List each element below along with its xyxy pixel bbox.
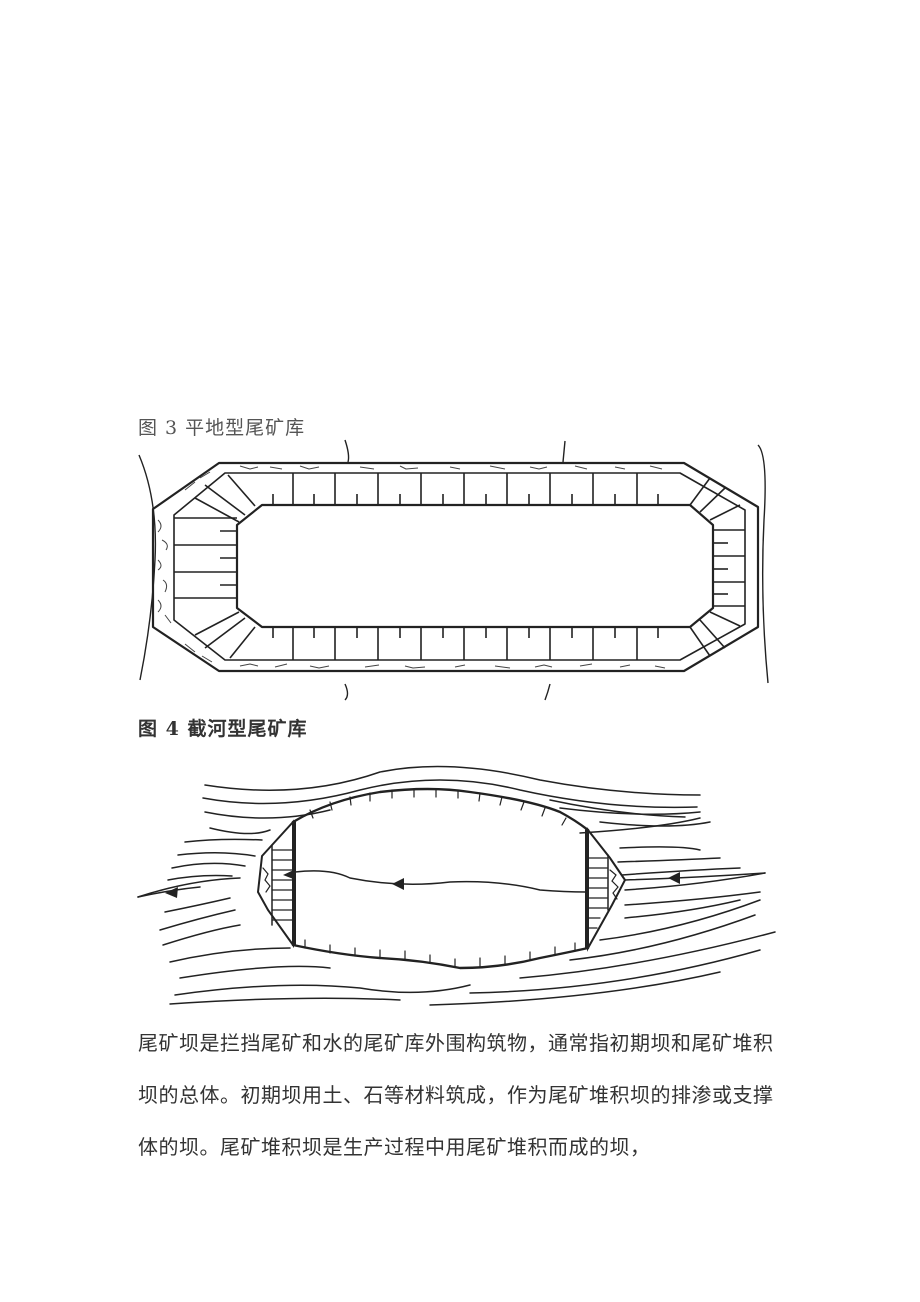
figure-4-caption: 图 4 截河型尾矿库 [138,718,308,740]
body-line-3: 体的坝。尾矿堆积坝是生产过程中用尾矿堆积而成的坝， [138,1135,651,1159]
figure-3-flatland-tailings-diagram [130,438,780,703]
figure-4-river-intercepting-tailings-diagram [130,752,780,1010]
body-paragraph: 尾矿坝是拦挡尾矿和水的尾矿库外围构筑物，通常指初期坝和尾矿堆积 坝的总体。初期坝… [138,1028,778,1184]
body-line-2: 坝的总体。初期坝用土、石等材料筑成，作为尾矿堆积坝的排渗或支撑 [138,1083,774,1107]
figure-3-caption: 图 3 平地型尾矿库 [138,417,306,439]
body-line-1: 尾矿坝是拦挡尾矿和水的尾矿库外围构筑物，通常指初期坝和尾矿堆积 [138,1031,774,1055]
